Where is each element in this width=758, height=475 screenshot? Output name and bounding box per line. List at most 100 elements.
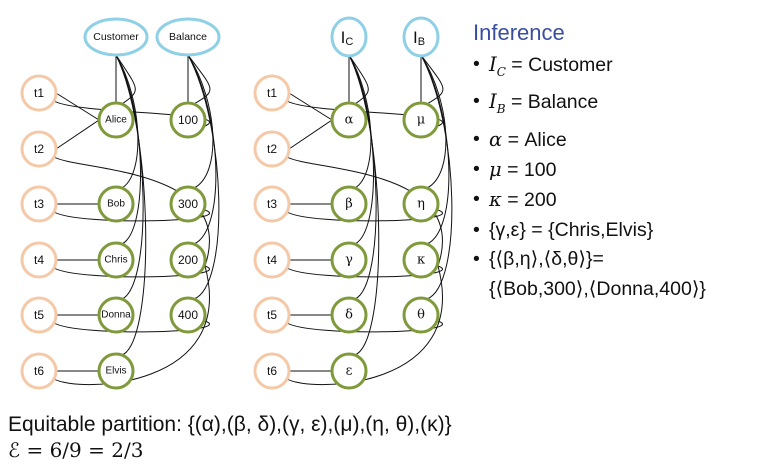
right-tuple-value-edge: [286, 100, 443, 127]
right-tuple-label: t3: [267, 197, 277, 211]
inference-item-ib: •IB = Balance: [473, 87, 758, 124]
left-tuple-label: t1: [34, 86, 44, 100]
left-tuple-value-edge: [53, 156, 210, 267]
right-entity-label: δ: [345, 308, 353, 323]
right-value-label: θ: [417, 308, 425, 323]
left-entity-node: [97, 185, 135, 223]
right-tuple-value-edge: [286, 320, 443, 333]
right-tuple-value-edge: [286, 209, 443, 222]
right-attr-value-edge: [420, 54, 450, 245]
left-tuple-node: [20, 130, 58, 168]
right-entity-label: γ: [345, 253, 353, 268]
right-entity-node: [330, 352, 368, 390]
left-entity-label: Donna: [101, 310, 131, 321]
left-attr-value-edge: [187, 54, 220, 300]
inference-title: Inference: [473, 20, 565, 45]
footer: Equitable partition: {(α),(β, δ),(γ, ε),…: [8, 413, 452, 462]
right-entity-node: [330, 241, 368, 279]
left-entity-node: [97, 241, 135, 279]
right-tuple-label: t5: [267, 308, 277, 322]
right-attr-entity-edge: [348, 54, 380, 356]
left-tuple-label: t5: [34, 308, 44, 322]
inference-item-pairs-cont: {⟨Bob,300⟩,⟨Donna,400⟩}: [489, 277, 706, 300]
left-tuple-value-edge: [53, 265, 210, 386]
left-tuple-entity-edge: [55, 119, 100, 150]
right-tuple-value-edge: [286, 265, 443, 278]
bullet-icon: •: [473, 248, 480, 271]
right-tuple-label: t2: [267, 142, 277, 156]
left-value-label: 300: [178, 197, 198, 211]
left-attr-entity-edge: [115, 54, 136, 105]
left-attribute-node: [83, 17, 149, 57]
bullet-icon: •: [473, 158, 480, 180]
left-attribute-label: Customer: [93, 31, 139, 43]
right-tuple-label: t6: [267, 364, 277, 378]
right-tuple-label: t4: [267, 253, 277, 267]
right-tuple-entity-edge: [288, 119, 333, 150]
left-value-label: 400: [178, 308, 198, 322]
right-attribute-node: [402, 16, 440, 58]
right-value-node: [402, 101, 440, 139]
right-tuple-node: [253, 296, 291, 334]
left-attr-value-edge: [187, 54, 211, 105]
left-entity-node: [97, 101, 135, 139]
right-tuple-node: [253, 130, 291, 168]
right-tuple-label: t1: [267, 86, 277, 100]
left-attr-value-edge: [187, 54, 217, 245]
right-attr-value-edge: [420, 54, 453, 300]
left-tuple-label: t4: [34, 253, 44, 267]
right-entity-label: α: [345, 113, 354, 128]
edges: [53, 54, 453, 386]
inference-item-mu: •μ = 100: [473, 155, 758, 185]
right-attribute-label: IC: [341, 28, 354, 49]
bullet-icon: •: [473, 218, 480, 241]
left-tuple-value-edge: [53, 320, 210, 333]
inference-item-alpha: •α = Alice: [473, 125, 758, 155]
right-value-label: μ: [417, 113, 425, 128]
equitable-partition-text: Equitable partition: {(α),(β, δ),(γ, ε),…: [8, 413, 452, 436]
inference-item-ic: •IC = Customer: [473, 50, 758, 87]
right-entity-label: β: [345, 197, 353, 212]
bullet-icon: •: [473, 90, 480, 113]
inference-item-pairs: •{⟨β,η⟩,⟨δ,θ⟩}=: [473, 245, 758, 274]
inference-list: •IC = Customer •IB = Balance •α = Alice …: [473, 50, 758, 304]
right-attr-value-edge: [420, 54, 444, 105]
right-entity-label: ε: [346, 364, 353, 379]
left-tuple-node: [20, 296, 58, 334]
inference-item-kappa: •κ = 200: [473, 185, 758, 215]
right-value-label: κ: [417, 253, 425, 268]
left-entity-node: [97, 296, 135, 334]
left-value-node: [169, 185, 207, 223]
right-tuple-node: [253, 352, 291, 390]
right-entity-node: [330, 101, 368, 139]
right-tuple-value-edge: [286, 265, 443, 386]
left-attr-entity-edge: [115, 54, 147, 356]
right-tuple-node: [253, 74, 291, 112]
left-entity-node: [97, 352, 135, 390]
right-value-node: [402, 185, 440, 223]
left-entity-label: Chris: [104, 255, 127, 266]
inference-panel: Inference •IC = Customer •IB = Balance •…: [473, 20, 758, 304]
left-value-node: [169, 296, 207, 334]
left-tuple-node: [20, 241, 58, 279]
right-value-node: [402, 241, 440, 279]
left-entity-label: Bob: [107, 199, 125, 210]
left-value-node: [169, 241, 207, 279]
inference-item-set: •{γ,ε} = {Chris,Elvis}: [473, 216, 758, 245]
bullet-icon: •: [473, 53, 480, 75]
left-tuple-value-edge: [53, 209, 210, 222]
left-tuple-value-edge: [53, 265, 210, 278]
bullet-icon: •: [473, 188, 480, 211]
right-attr-entity-edge: [348, 54, 369, 105]
left-value-node: [169, 101, 207, 139]
right-attribute-label: IB: [413, 28, 425, 49]
left-tuple-node: [20, 74, 58, 112]
right-value-label: η: [417, 197, 425, 212]
score-text: ℰ = 6/9 = 2/3: [8, 438, 144, 462]
left-tuple-label: t3: [34, 197, 44, 211]
right-tuple-node: [253, 241, 291, 279]
left-entity-label: Alice: [105, 115, 127, 126]
left-tuple-value-edge: [53, 100, 210, 127]
